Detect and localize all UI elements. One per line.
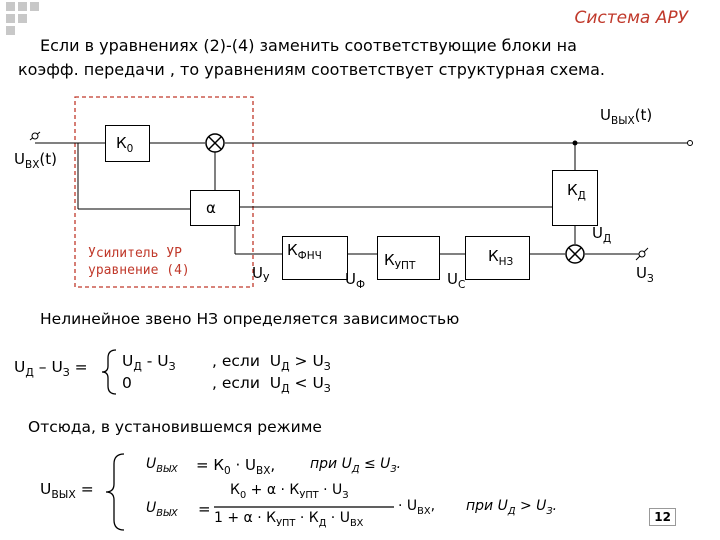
slide-title: Система АРУ <box>574 8 688 28</box>
block-kfnch-label: К <box>287 241 298 259</box>
eq1-lhs: UД – UЗ = <box>14 358 88 380</box>
eq2-denominator: 1 + α · КУПТ · КД · UВХ <box>214 510 364 529</box>
block-kupt-label: К <box>384 251 395 269</box>
corner-decoration <box>6 2 39 35</box>
eq2-fraction-bar <box>214 506 394 508</box>
nonlinear-text: Нелинейное звено НЗ определяется зависим… <box>40 310 460 328</box>
eq2-row2-tail: · UВХ, <box>398 498 436 517</box>
block-k0: К0 <box>105 125 150 162</box>
block-diagram-wires <box>29 96 693 288</box>
eq2-row2-cond: при UД > UЗ. <box>466 498 558 517</box>
eq2-row2-eq: = <box>198 500 211 518</box>
eq2-row1-rhs: = К0 · UВХ, <box>196 456 276 477</box>
block-kd-label: К <box>567 181 578 199</box>
eq2-row2-lhs: UВЫХ <box>146 500 178 519</box>
eq2-row1-cond: при UД ≤ UЗ. <box>310 456 402 475</box>
eq2-row1-lhs: UВЫХ <box>146 456 178 475</box>
block-kfnch: КФНЧ <box>282 236 348 280</box>
block-knz-label: К <box>488 247 499 265</box>
input-label: UВХ(t) <box>14 150 57 171</box>
block-kupt: КУПТ <box>377 236 440 280</box>
block-knz: КНЗ <box>465 236 530 280</box>
comparator-icon <box>565 244 585 264</box>
eq1-case1-cond: , если UД > UЗ <box>212 352 331 374</box>
signal-ud: UД <box>592 224 612 245</box>
eq2-lhs: UВЫХ = <box>40 480 94 502</box>
block-alpha: α <box>190 190 240 226</box>
eq1-case2: 0 <box>122 374 132 392</box>
signal-uc: UС <box>447 270 466 291</box>
output-label: UВЫХ(t) <box>600 106 653 127</box>
amplifier-note: Усилитель УР уравнение (4) <box>88 246 190 278</box>
intro-line-1: Если в уравнениях (2)-(4) заменить соотв… <box>40 36 577 55</box>
signal-uy: UУ <box>252 264 270 285</box>
eq1-case1: UД - UЗ <box>122 352 176 374</box>
intro-line-2: коэфф. передачи , то уравнениям соответс… <box>18 60 605 79</box>
block-k0-label: К <box>116 134 127 152</box>
eq1-case2-cond: , если UД < UЗ <box>212 374 331 396</box>
signal-uf: UФ <box>345 270 366 291</box>
eq2-brace <box>105 453 125 531</box>
block-alpha-label: α <box>206 199 216 217</box>
steady-text: Отсюда, в установившемся режиме <box>28 418 322 436</box>
block-kd: КД <box>552 170 598 226</box>
multiplier-top-icon <box>205 133 225 153</box>
amplifier-dashed-box <box>74 96 254 288</box>
page-number: 12 <box>649 508 676 526</box>
signal-uz: UЗ <box>636 264 654 285</box>
eq2-numerator: К0 + α · КУПТ · UЗ <box>230 482 349 501</box>
eq1-brace <box>101 349 117 395</box>
